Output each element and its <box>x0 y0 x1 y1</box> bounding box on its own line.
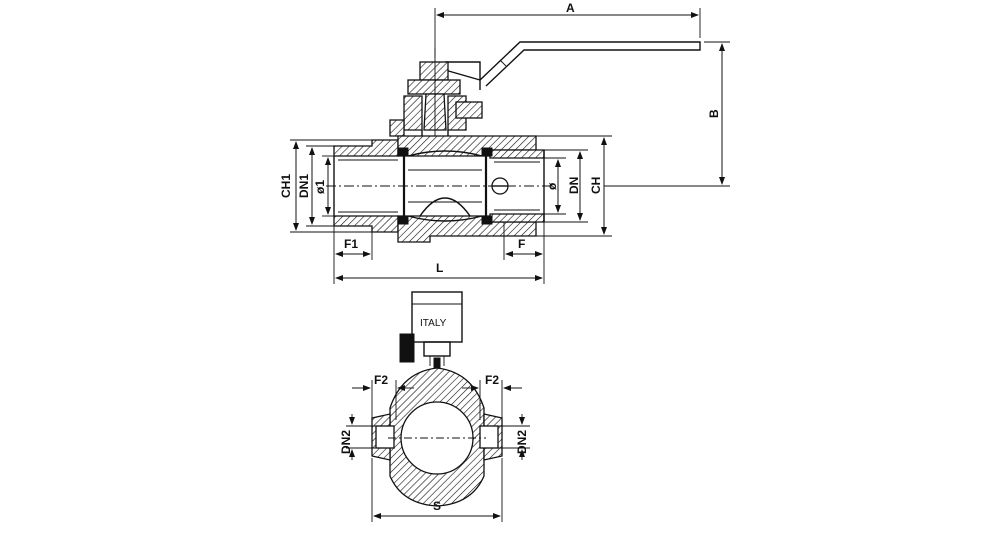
dim-F2-right: F2 <box>462 373 522 420</box>
dim-L: L <box>335 261 543 281</box>
italy-stamp: ITALY <box>420 318 447 329</box>
dim-DN-label: DN <box>567 177 581 194</box>
dim-phi1: ø1 <box>313 155 338 217</box>
dim-S: S <box>371 458 503 522</box>
dim-F1: F1 <box>333 226 373 284</box>
dim-F: F <box>503 222 545 284</box>
dim-CH1: CH1 <box>279 139 372 233</box>
stem-assembly <box>389 48 483 150</box>
dim-DN: DN <box>544 149 588 223</box>
dim-F-label: F <box>518 237 525 251</box>
dim-B-label: B <box>707 109 721 118</box>
dim-CH: CH <box>536 135 612 237</box>
dim-DN1: DN1 <box>297 145 334 227</box>
dim-A: A <box>434 1 701 58</box>
side-body <box>371 367 503 507</box>
valve-body <box>333 135 545 243</box>
dim-F1-label: F1 <box>344 237 358 251</box>
dim-F2-right-label: F2 <box>485 373 499 387</box>
lever-handle <box>444 41 701 90</box>
dim-S-label: S <box>433 499 441 513</box>
dim-DN2-right: DN2 <box>496 414 530 460</box>
dim-F2-left: F2 <box>352 373 414 420</box>
ball-and-seats <box>397 147 493 225</box>
dim-L-label: L <box>436 261 443 275</box>
dim-DN2-left: DN2 <box>339 414 378 460</box>
handle-block: ITALY <box>399 291 463 377</box>
dim-DN2-left-label: DN2 <box>339 430 353 454</box>
dim-DN2-right-label: DN2 <box>515 430 529 454</box>
dim-phi1-label: ø1 <box>313 180 327 194</box>
dim-CH1-label: CH1 <box>279 174 293 198</box>
dim-DN1-label: DN1 <box>297 174 311 198</box>
valve-side-view: ITALY F2 <box>339 291 530 522</box>
dim-F2-left-label: F2 <box>374 373 388 387</box>
dim-A-label: A <box>566 1 575 15</box>
dim-CH-label: CH <box>589 177 603 194</box>
dim-phi-label: ø <box>545 182 559 190</box>
dim-B: B <box>604 41 730 187</box>
valve-section-view: A B CH1 DN1 <box>279 1 730 284</box>
dim-phi: ø <box>544 157 566 215</box>
